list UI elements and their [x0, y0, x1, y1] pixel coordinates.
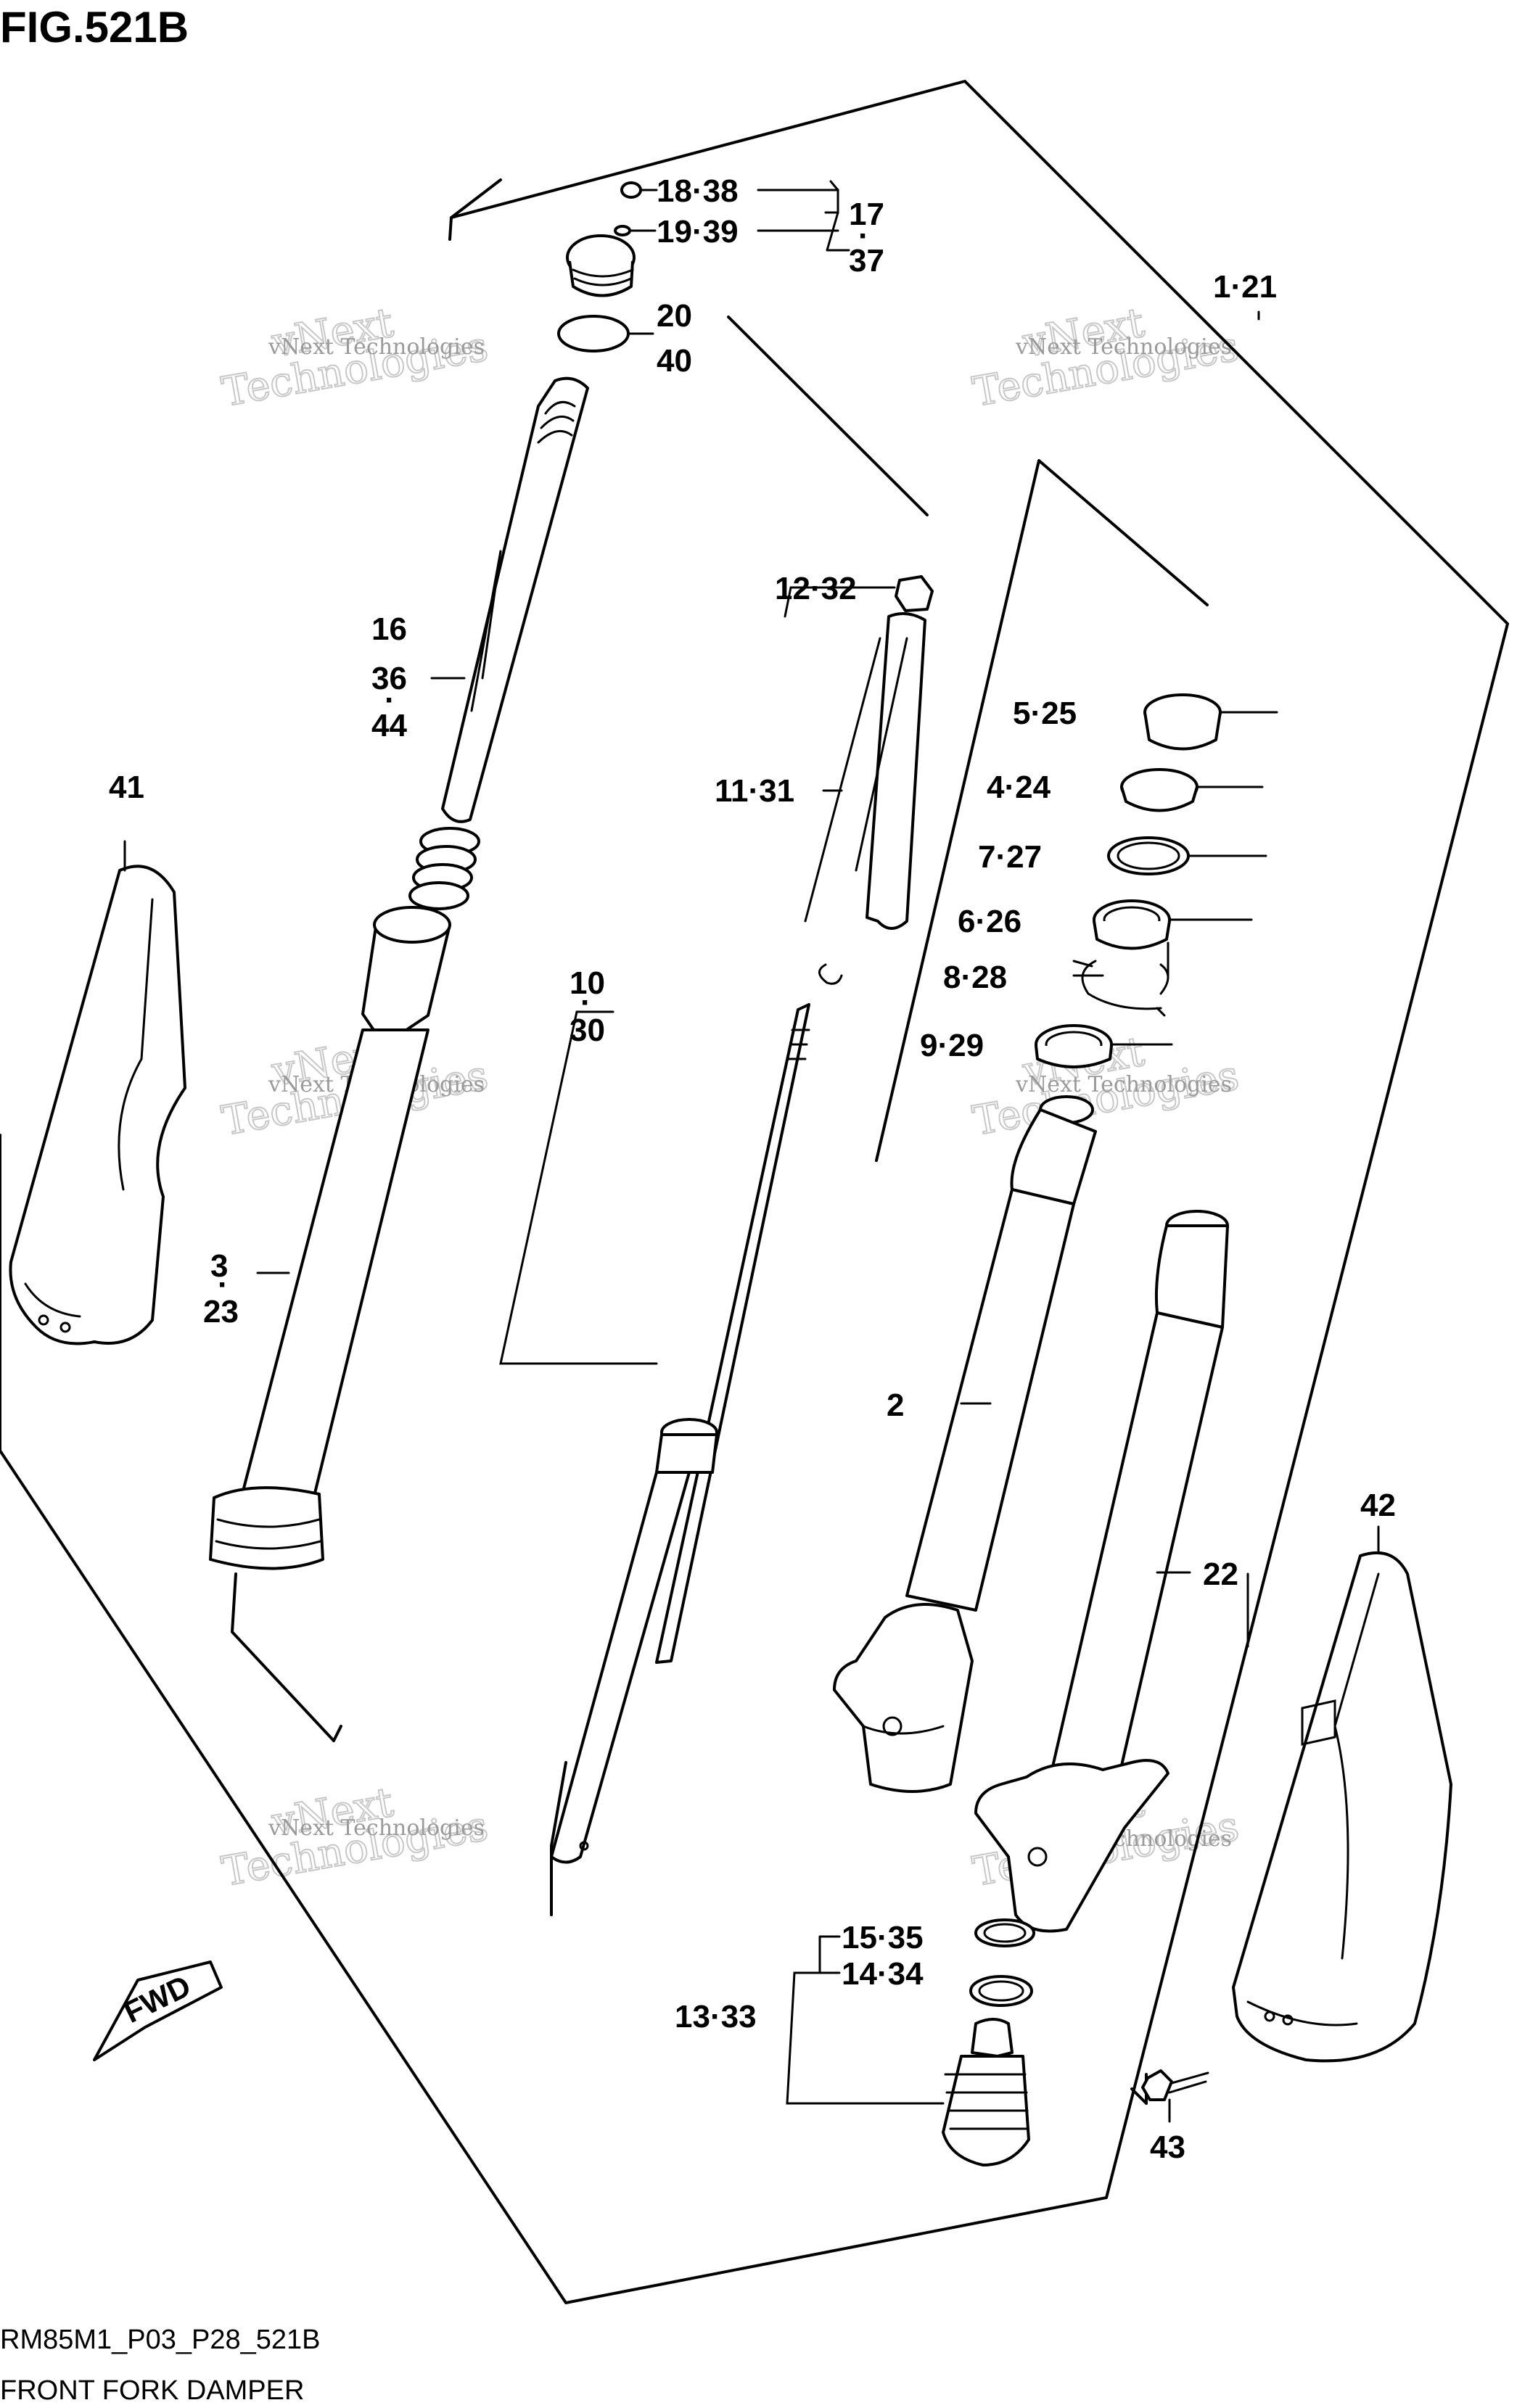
callout-22: 22: [1203, 1556, 1238, 1592]
callout-13-33: 13·33: [675, 1999, 757, 2034]
callout-16: 16: [371, 611, 407, 647]
assembly-outline-outer: [0, 80, 1509, 2304]
callout-23: 23: [203, 1294, 239, 1329]
callout-18-38: 18·38: [657, 173, 739, 209]
stopper-ring-8: [1072, 960, 1169, 1017]
fork-cap-bolt: [566, 181, 642, 297]
callout-2: 2: [887, 1388, 904, 1423]
bolt-43: [1141, 2069, 1209, 2101]
callout-14-34: 14·34: [842, 1956, 924, 1992]
callout-10: 10: [570, 965, 605, 1001]
callout-dot-36: ·: [385, 683, 395, 718]
callout-20: 20: [657, 298, 692, 334]
callout-37: 37: [849, 243, 884, 279]
o-ring: [557, 315, 630, 352]
callout-40: 40: [657, 343, 692, 379]
watermark-text: vNext Technologies: [268, 1815, 485, 1841]
outer-tube-22: [974, 1210, 1229, 1933]
callout-dot-10: ·: [580, 985, 591, 1020]
washer-7: [1107, 836, 1190, 875]
callout-44: 44: [371, 708, 407, 743]
callout-9-29: 9·29: [920, 1028, 984, 1063]
callout-3: 3: [210, 1248, 228, 1284]
fork-guard-left: [9, 865, 186, 1345]
callout-11-31: 11·31: [715, 773, 794, 809]
callout-8-28: 8·28: [943, 960, 1007, 995]
callout-36: 36: [371, 661, 407, 696]
diagram-code: RM85M1_P03_P28_521B: [0, 2325, 321, 2355]
oil-seal-6: [1093, 899, 1171, 950]
callout-43: 43: [1150, 2129, 1185, 2165]
callout-5-25: 5·25: [1013, 696, 1077, 731]
inner-tube: [209, 906, 451, 1570]
callout-15-35: 15·35: [842, 1920, 924, 1955]
damper-rod-assembly: [408, 376, 589, 910]
figure-title: FIG.521B: [0, 3, 189, 51]
outer-tube-2: [833, 1095, 1097, 1793]
assembly-outline-left: [231, 178, 502, 1742]
callout-17: 17: [849, 197, 884, 232]
fwd-arrow: FWD: [93, 1960, 223, 2061]
bushing-4: [1120, 768, 1199, 812]
cylinder: [550, 1418, 718, 1864]
callout-dot-3: ·: [218, 1267, 229, 1303]
callout-42: 42: [1360, 1488, 1396, 1523]
callout-4-24: 4·24: [987, 770, 1051, 805]
bushing-5: [1143, 693, 1222, 751]
dust-seal-9: [1035, 1024, 1113, 1068]
watermark-text: vNext Technologies: [268, 334, 485, 360]
leader-lines: [123, 180, 1380, 2123]
callout-6-26: 6·26: [958, 904, 1021, 939]
callout-dot-17: ·: [858, 218, 869, 254]
callout-1-21: 1·21: [1213, 269, 1277, 305]
callout-12-32: 12·32: [775, 571, 857, 606]
callout-41: 41: [109, 770, 144, 805]
watermark-text: vNext Technologies: [1015, 334, 1232, 360]
fork-guard-right: [1232, 1551, 1452, 2063]
callout-30: 30: [570, 1013, 605, 1048]
callout-19-39: 19·39: [657, 214, 739, 250]
damper-cartridge: [655, 575, 934, 1664]
assembly-box-left: [332, 216, 453, 1742]
diagram-name: FRONT FORK DAMPER: [0, 2375, 304, 2406]
callout-7-27: 7·27: [978, 839, 1042, 875]
watermark-text: vNext Technologies: [1015, 1072, 1232, 1097]
base-valve: [942, 1918, 1035, 2166]
callouts: 18·38 19·39 17 · 37 20 40 1·21 12·32 16 …: [109, 173, 1396, 2165]
